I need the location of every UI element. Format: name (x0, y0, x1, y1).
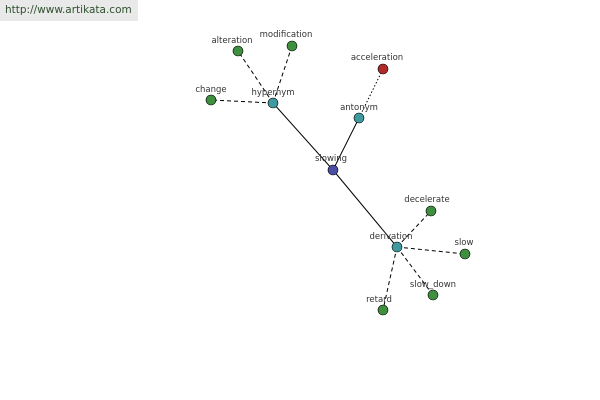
edge-derivation-slow (396, 246, 466, 255)
node-acceleration[interactable] (377, 63, 389, 75)
edge-slowing-derivation (332, 169, 398, 248)
url-bar: http://www.artikata.com (0, 0, 138, 21)
label-acceleration: acceleration (351, 53, 403, 63)
edge-derivation-slow_down (396, 246, 434, 296)
label-antonym: antonym (340, 103, 378, 113)
label-slowing: slowing (315, 154, 347, 164)
edge-derivation-decelerate (396, 210, 432, 248)
node-retard[interactable] (377, 304, 389, 316)
edge-hypernym-modification (272, 45, 293, 104)
node-slowing[interactable] (327, 164, 339, 176)
label-modification: modification (260, 30, 313, 40)
label-change: change (195, 85, 226, 95)
node-alteration[interactable] (232, 45, 244, 57)
node-modification[interactable] (286, 40, 298, 52)
edge-hypernym-change (210, 99, 274, 104)
node-slow_down[interactable] (427, 289, 439, 301)
node-hypernym[interactable] (267, 97, 279, 109)
edge-slowing-hypernym (272, 102, 334, 171)
edge-slowing-antonym (332, 117, 360, 171)
graph-edges (210, 45, 466, 311)
label-slow: slow (455, 238, 474, 248)
label-retard: retard (366, 295, 392, 305)
node-antonym[interactable] (353, 112, 365, 124)
site-url-link[interactable]: http://www.artikata.com (5, 4, 132, 16)
label-alteration: alteration (211, 36, 252, 46)
edge-derivation-retard (382, 246, 398, 311)
node-derivation[interactable] (391, 241, 403, 253)
label-hypernym: hypernym (251, 88, 294, 98)
node-decelerate[interactable] (425, 205, 437, 217)
graph-labels: slowing hypernym antonym derivation alterati… (195, 30, 473, 305)
node-slow[interactable] (459, 248, 471, 260)
label-derivation: derivation (369, 232, 412, 242)
node-change[interactable] (205, 94, 217, 106)
edge-hypernym-alteration (237, 50, 274, 104)
label-decelerate: decelerate (404, 195, 449, 205)
label-slow_down: slow_down (410, 280, 456, 290)
graph-nodes (205, 40, 471, 316)
